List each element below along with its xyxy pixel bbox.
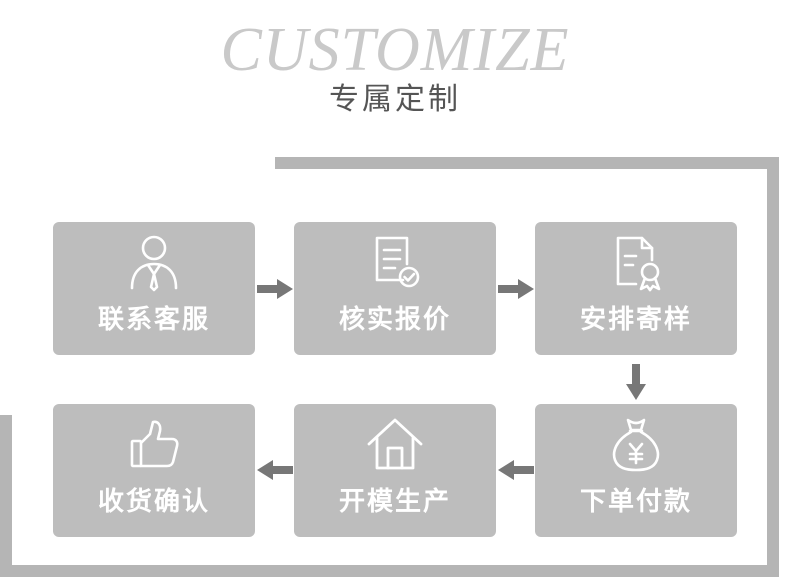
step-label: 收货确认 [97,487,210,517]
step-order-payment: 下单付款 [535,404,737,537]
step-verify-quote: 核实报价 [294,222,496,355]
step-label: 安排寄样 [579,305,692,335]
step-arrange-sample: 安排寄样 [535,222,737,355]
frame-right-line [767,157,779,577]
step-contact-service: 联系客服 [53,222,255,355]
arrow-left-icon [498,460,534,480]
step-label: 核实报价 [338,305,451,335]
document-check-icon [375,236,420,288]
step-receipt-confirm: 收货确认 [53,404,255,537]
certificate-document-icon [616,236,661,292]
arrow-right-icon [498,279,534,299]
arrow-left-icon [257,460,293,480]
frame-top-line [275,157,779,169]
house-factory-icon [367,418,423,470]
arrow-down-icon [626,364,646,400]
frame-left-line [0,415,12,577]
step-label: 开模生产 [338,487,451,517]
page-subtitle: 专属定制 [329,82,461,117]
frame-bottom-line [0,565,779,577]
money-bag-yen-icon [612,418,660,472]
arrow-right-icon [257,279,293,299]
page-title: CUSTOMIZE [220,16,570,84]
step-label: 联系客服 [97,305,210,335]
thumbs-up-icon [130,420,179,468]
step-label: 下单付款 [579,487,692,517]
customer-service-person-icon [130,235,178,292]
step-mold-production: 开模生产 [294,404,496,537]
